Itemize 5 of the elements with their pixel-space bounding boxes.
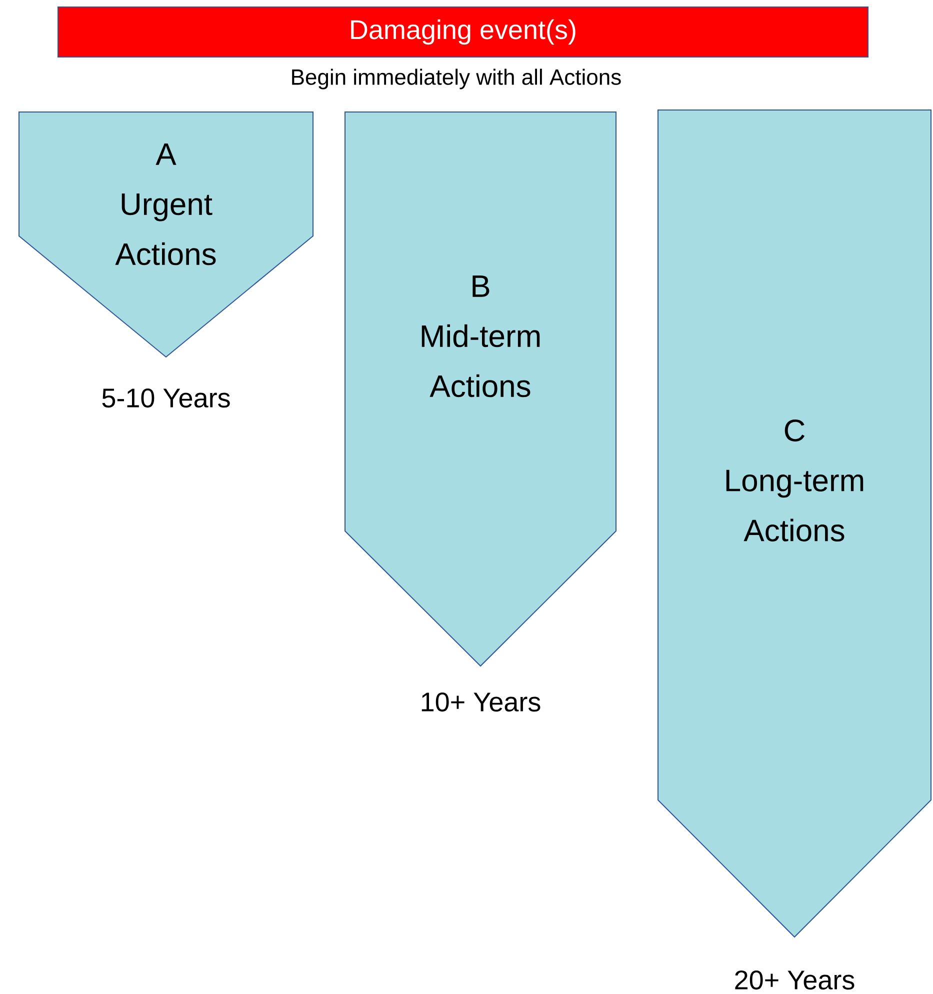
duration-label: 10+ Years <box>422 692 540 712</box>
event-banner: Damaging event(s) <box>58 6 868 58</box>
duration-label: 5-10 Years <box>102 388 230 408</box>
subtitle-text: Begin immediately with all Actions <box>292 68 621 90</box>
duration-label: 20+ Years <box>735 970 854 990</box>
